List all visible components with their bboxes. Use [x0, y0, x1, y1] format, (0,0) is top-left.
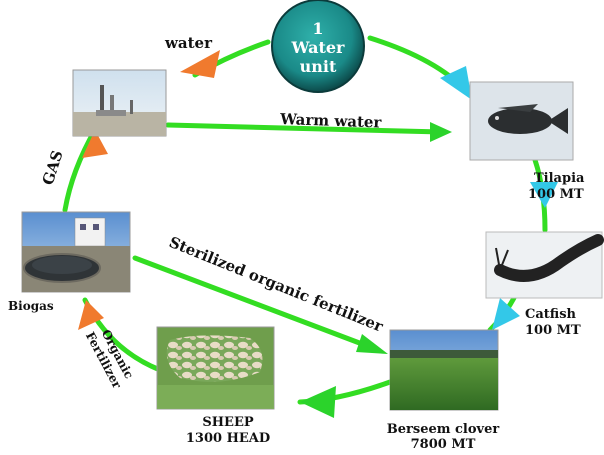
arrow-to-sheep-green	[300, 386, 336, 418]
arrow-to-berseem-cyan	[492, 298, 520, 330]
label-gas: GAS	[39, 148, 67, 187]
line-warm-water	[165, 122, 445, 135]
label-sheep-name: SHEEP	[202, 415, 253, 430]
water-unit-circle	[271, 0, 365, 93]
water-unit-node: 1 Water unit	[271, 0, 365, 93]
label-sheep-amount: 1300 HEAD	[186, 431, 270, 446]
pump-photo	[72, 69, 167, 137]
label-catfish-name: Catfish	[525, 307, 577, 322]
label-berseem-amount: 7800 MT	[411, 437, 476, 452]
berseem-clover-photo	[389, 329, 499, 411]
water-unit-line1: Water	[291, 38, 346, 57]
arrow-water-orange	[180, 50, 220, 78]
label-warm-water: Warm water	[279, 110, 383, 132]
arrow-to-catfish-cyan	[530, 182, 558, 208]
label-tilapia-amount: 100 MT	[528, 187, 584, 202]
label-tilapia-name: Tilapia	[534, 171, 585, 186]
arrowheads	[78, 50, 558, 418]
biogas-photo	[21, 211, 131, 293]
arrow-sterilized-green	[356, 334, 388, 354]
water-unit-line2: unit	[300, 57, 337, 76]
tilapia-photo	[469, 81, 574, 161]
catfish-photo	[485, 231, 604, 299]
arrow-warm-water-green	[430, 122, 452, 142]
line-sterilized-fertilizer	[132, 255, 381, 353]
label-water: water	[164, 34, 213, 52]
label-catfish-amount: 100 MT	[525, 323, 581, 338]
line-biogas-to-pump	[62, 127, 98, 213]
label-biogas: Biogas	[8, 299, 54, 313]
water-unit-number: 1	[312, 19, 323, 38]
arrow-organic-fertilizer-orange	[78, 300, 104, 330]
sheep-photo	[156, 326, 275, 410]
arrow-gas-orange	[82, 130, 108, 158]
arrow-to-tilapia-cyan	[440, 66, 472, 100]
label-berseem-name: Berseem clover	[387, 422, 500, 437]
